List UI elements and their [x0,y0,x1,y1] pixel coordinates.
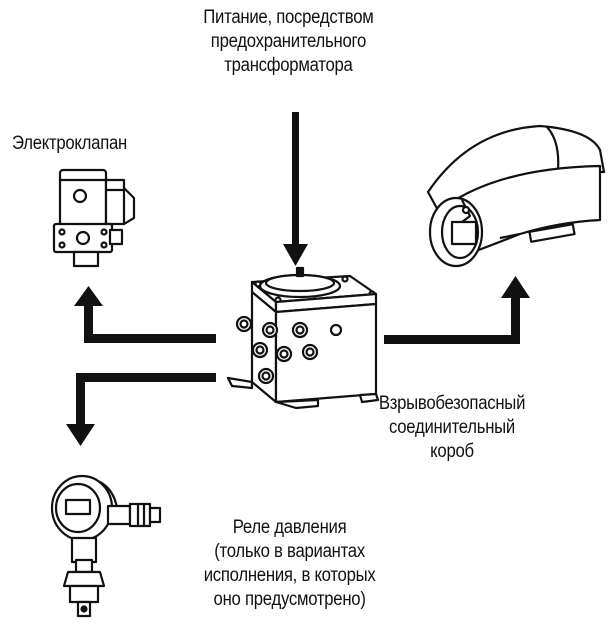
solenoid-valve-icon [52,168,136,268]
camera-housing-icon [426,124,606,268]
junction-box-label-line-1: Взрывобезопасный [378,393,526,414]
power-label-line-2: предохранительного [210,31,366,52]
junction-box-icon [226,266,380,410]
power-arrow [283,112,308,266]
arrows [66,112,530,446]
pressure-switch-icon [50,474,162,618]
pressure-switch-label-line-3: исполнения, в которых [203,565,376,586]
pressure-switch-label-line-4: оно предусмотрено) [213,589,366,610]
solenoid-valve-arrow [74,286,216,343]
power-label-line-1: Питание, посредством [203,7,374,28]
pressure-switch-label-line-2: (только в вариантах [214,541,365,562]
cable-glands [235,315,343,385]
pressure-switch-label: Реле давления (только в вариантах исполн… [184,516,395,612]
junction-box-label-line-2: соединительный [388,417,516,438]
solenoid-valve-label: Электроклапан [12,133,127,154]
camera-arrow [384,276,530,344]
pressure-switch-label-line-1: Реле давления [232,517,347,538]
junction-box-label-line-3: короб [430,441,474,462]
pressure-switch-arrow [66,373,216,446]
junction-box-label: Взрывобезопасный соединительный короб [364,392,540,464]
power-label-line-3: трансформатора [224,55,353,76]
power-label: Питание, посредством предохранительного … [196,6,381,78]
